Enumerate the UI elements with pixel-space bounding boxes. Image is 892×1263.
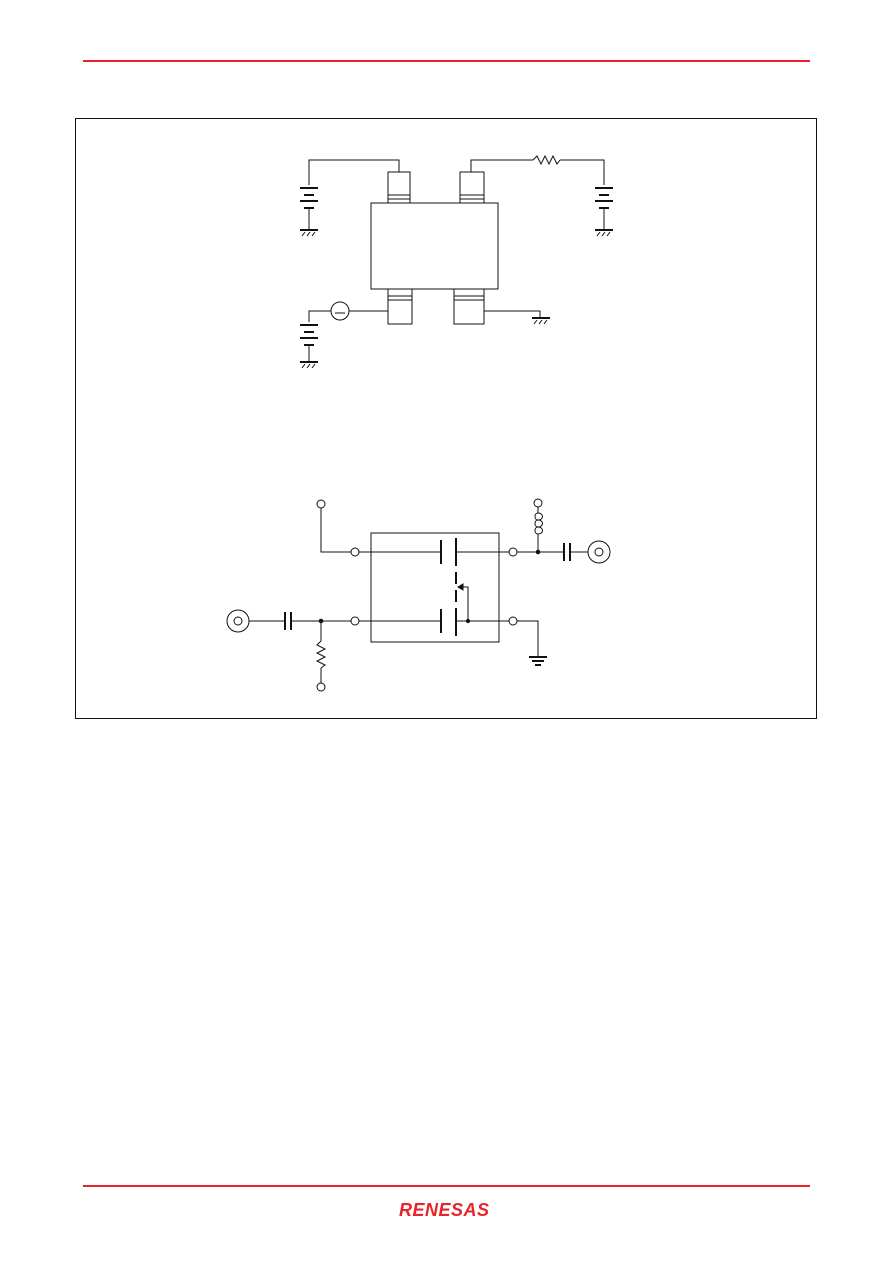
ground-rf-icon	[529, 656, 547, 666]
wire-gate2-bias	[320, 508, 351, 553]
bias-resistor-icon	[315, 640, 327, 669]
vdd-terminal	[533, 498, 543, 508]
header-rule	[83, 60, 810, 62]
rf-circuit	[226, 498, 611, 692]
battery-bottom-icon	[300, 324, 318, 362]
junction-dot-source	[465, 618, 471, 624]
package-lead-top-left	[387, 171, 411, 204]
battery-right-icon	[595, 187, 613, 230]
package-lead-top-right	[459, 171, 485, 204]
dut-package-body	[370, 202, 499, 290]
gate1-pin	[350, 616, 360, 626]
wire-bottom-right-ground	[484, 310, 541, 318]
ground-right-icon	[595, 229, 613, 237]
source-pin	[508, 616, 518, 626]
substrate-connection	[458, 586, 469, 621]
resistor-top-icon	[532, 154, 561, 166]
footer-rule	[83, 1185, 810, 1187]
wire-left-supply	[308, 159, 400, 185]
ground-bottom-left-icon	[300, 361, 318, 369]
rf-input-connector-icon	[226, 609, 250, 633]
substrate-arrow-icon	[457, 583, 464, 591]
package-lead-bottom-left	[387, 288, 413, 325]
package-lead-bottom-right	[453, 288, 485, 325]
test-circuit	[300, 154, 613, 369]
wire-source-ground	[517, 620, 539, 656]
drain-pin	[508, 547, 518, 557]
gate2-bias-terminal	[316, 499, 326, 509]
mosfet-package-box	[370, 532, 500, 643]
rf-choke-icon	[534, 512, 543, 535]
ac-source-icon	[330, 301, 350, 321]
figure-frame	[75, 118, 817, 719]
brand-text: RENESAS	[399, 1200, 490, 1220]
gate2-pin	[350, 547, 360, 557]
wire-source-to-battery	[308, 310, 331, 322]
rf-output-connector-icon	[587, 540, 611, 564]
gate1-bias-terminal	[316, 682, 326, 692]
ground-bottom-right-icon	[532, 317, 550, 325]
renesas-logo: RENESAS	[399, 1200, 490, 1221]
ground-left-icon	[300, 229, 318, 237]
wire-right-supply	[470, 159, 533, 172]
battery-left-icon	[300, 187, 318, 230]
wire-right-supply-2	[560, 159, 605, 185]
